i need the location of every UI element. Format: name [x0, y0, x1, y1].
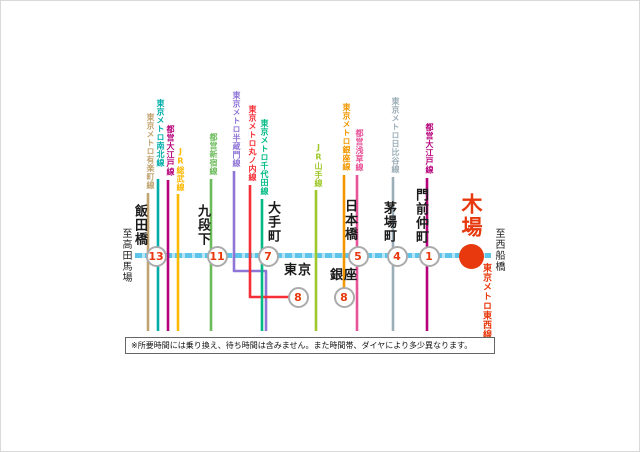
station-minutes-circle: 7	[257, 245, 279, 267]
station-name: 銀座	[330, 268, 359, 283]
note-box: ※所要時間には乗り換え、待ち時間は含みません。また時間帯、ダイヤにより多少異なり…	[125, 337, 495, 354]
station-minutes-circle: 4	[386, 245, 408, 267]
station-name: 日本橋	[342, 199, 357, 241]
transfer-line-label: JR総武線	[176, 147, 185, 192]
transfer-line-label: 都営浅草線	[355, 129, 364, 172]
tozai-line-label: 東京メトロ東西線	[481, 263, 491, 339]
station-name: 茅場町	[381, 201, 396, 243]
station-minutes-circle: 1	[418, 245, 440, 267]
transfer-line-label: 都営新宿線	[209, 133, 218, 176]
station-minutes-circle: 13	[145, 245, 167, 267]
transfer-line-label: 東京メトロ半蔵門線	[232, 91, 241, 168]
destination-circle	[458, 243, 484, 269]
station-name: 飯田橋	[132, 204, 147, 246]
note-text: ※所要時間には乗り換え、待ち時間は含みません。また時間帯、ダイヤにより多少異なり…	[131, 341, 473, 350]
station-minutes-circle: 11	[206, 245, 228, 267]
transfer-line-label: 東京メトロ有楽町線	[146, 113, 155, 190]
transfer-line	[248, 185, 298, 299]
station-name: 東京	[284, 263, 313, 278]
transfer-line-label: 東京メトロ千代田線	[260, 119, 269, 196]
transfer-line-label: 東京メトロ日比谷線	[391, 97, 400, 174]
tozai-main-line	[135, 253, 491, 258]
direction-label-right: 至西船橋	[493, 228, 504, 272]
transfer-line-label: 東京メトロ銀座線	[342, 103, 351, 171]
direction-label-left: 至高田馬場	[120, 228, 131, 283]
transfer-line-label: 東京メトロ丸ノ内線	[248, 105, 257, 182]
transfer-line-label: JR山手線	[314, 143, 323, 188]
transfer-line-label: 東京メトロ南北線	[156, 99, 165, 167]
station-name: 九段下	[195, 204, 210, 246]
station-name: 門前仲町	[413, 188, 428, 244]
station-minutes-circle: 8	[287, 286, 309, 308]
station-minutes-circle: 5	[347, 245, 369, 267]
station-name: 大手町	[265, 201, 280, 243]
transfer-line-label: 都営大江戸線	[166, 125, 175, 176]
destination-station-name: 木場	[459, 193, 483, 239]
transfer-line-label: 都営大江戸線	[425, 123, 434, 174]
station-minutes-circle: 8	[333, 286, 355, 308]
